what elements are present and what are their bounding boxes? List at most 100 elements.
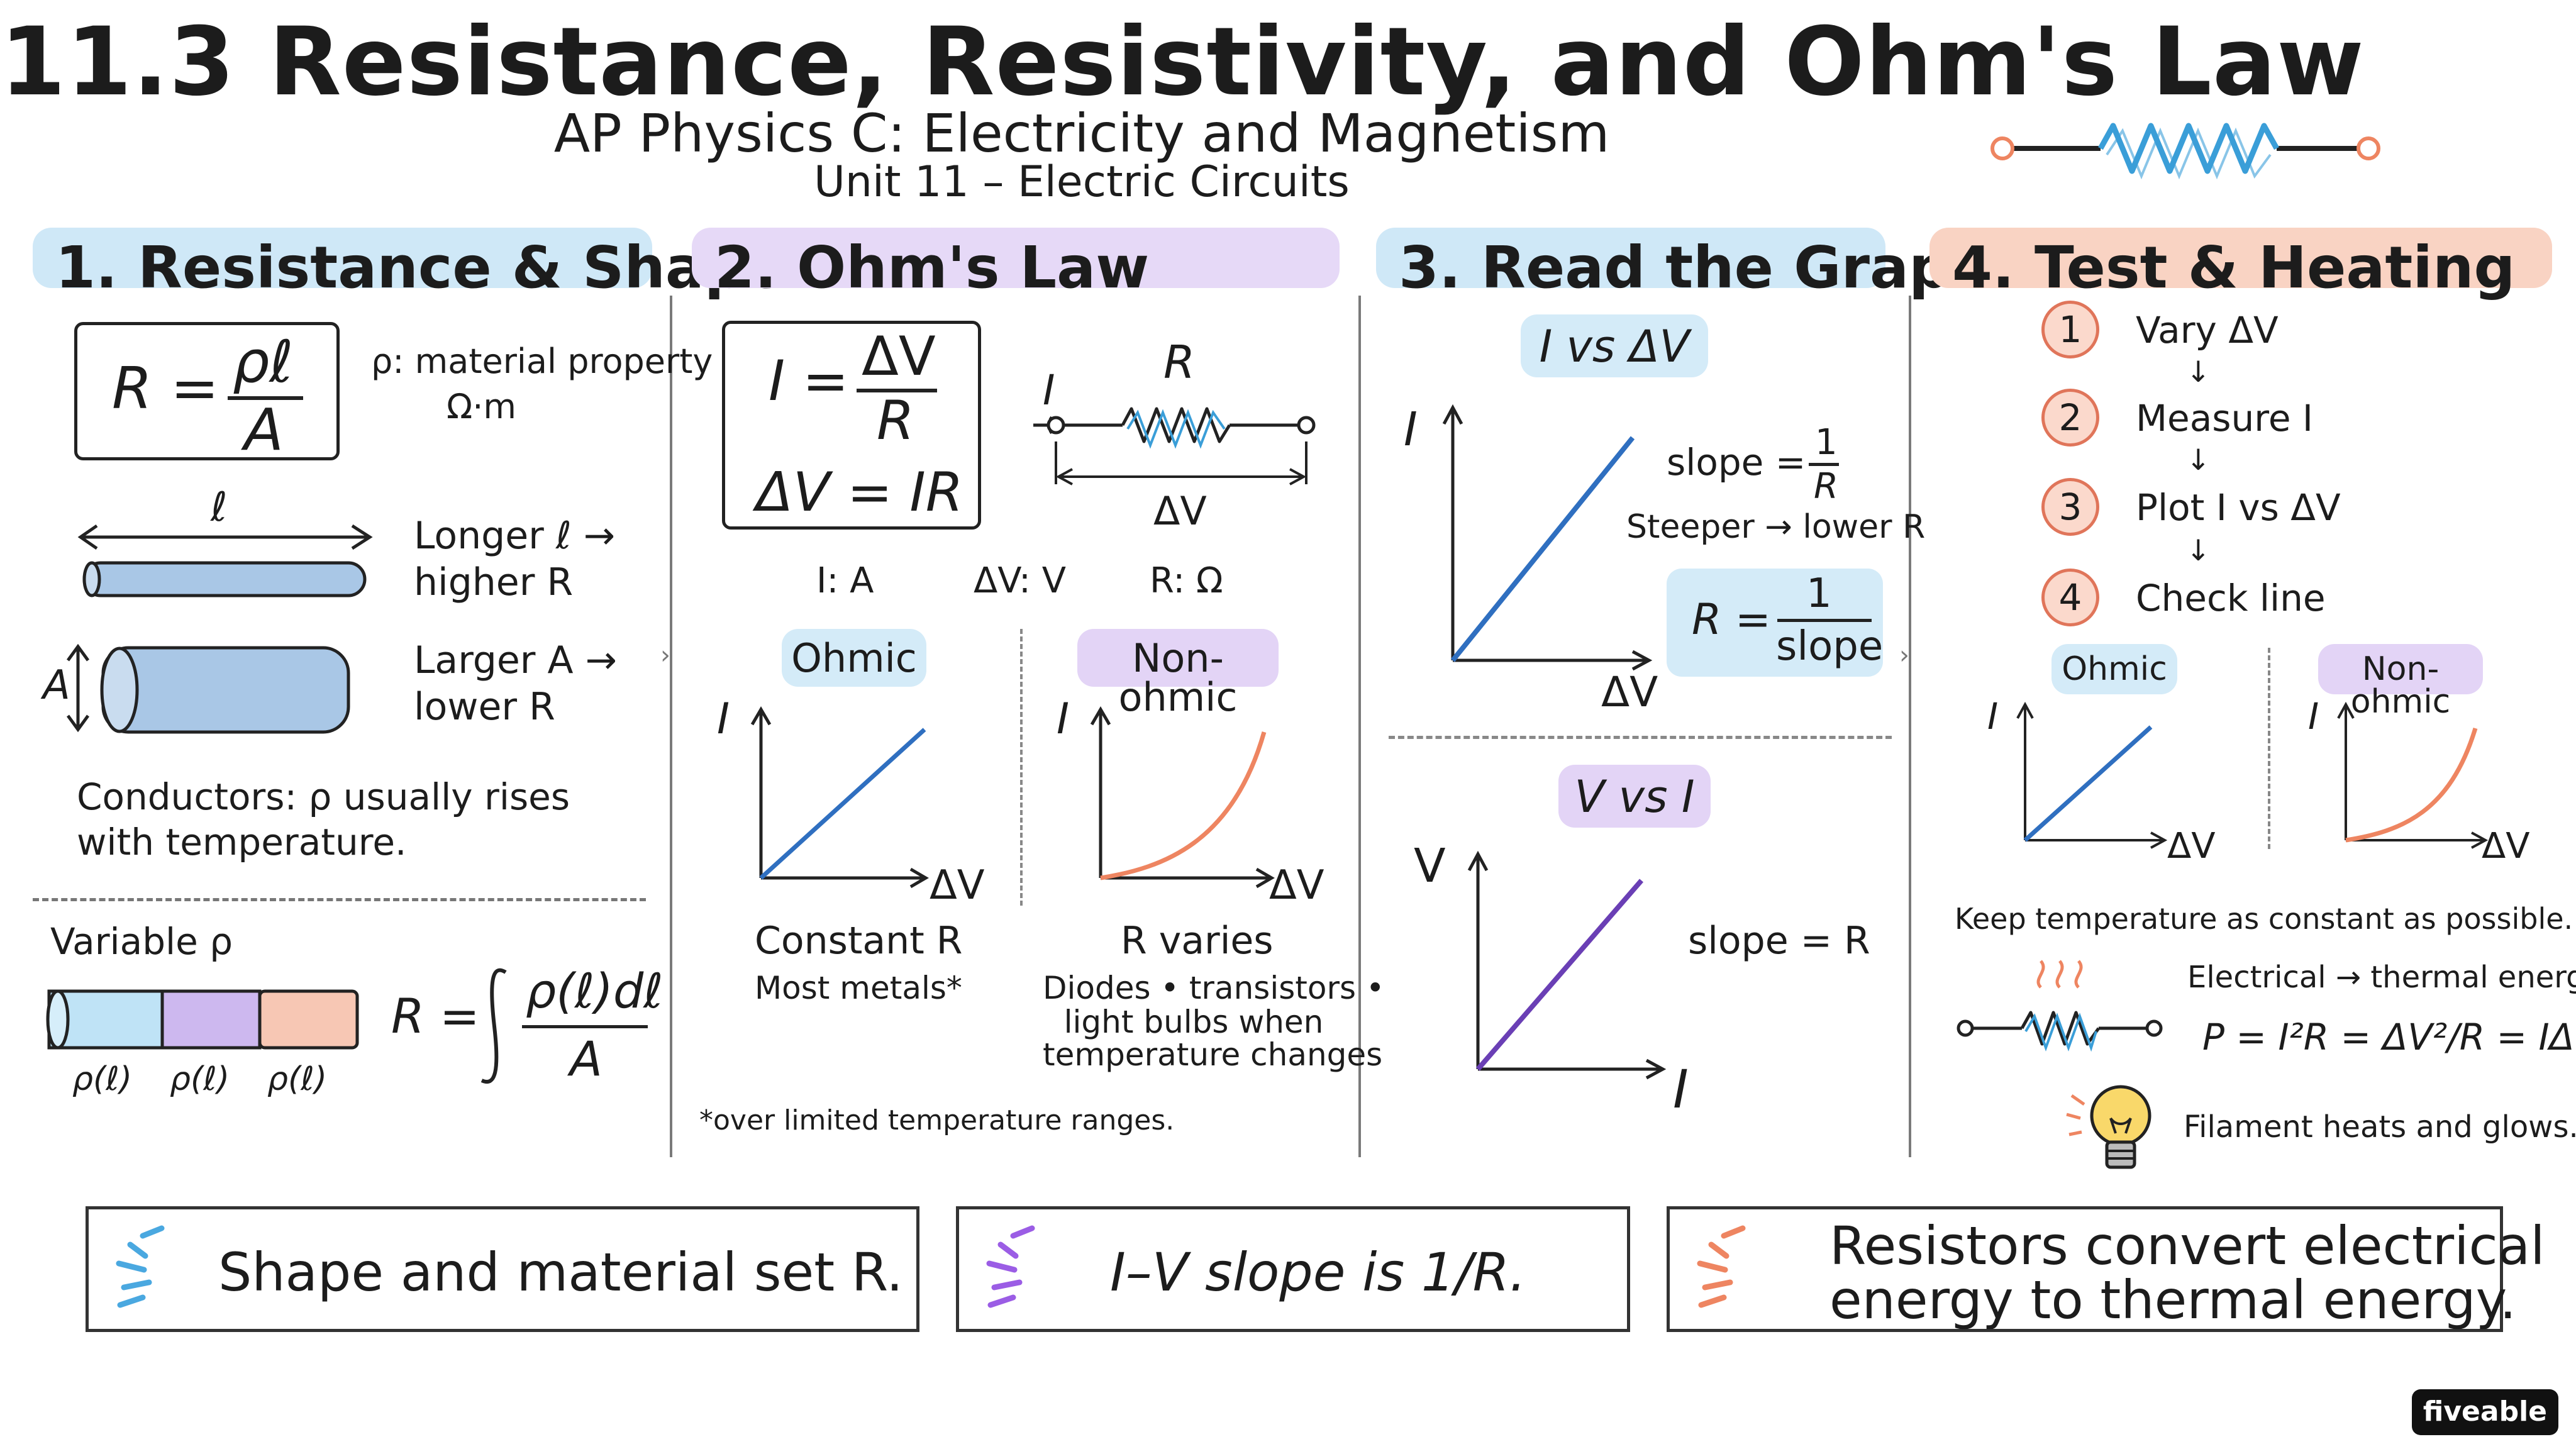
r-formula-lhs: R = xyxy=(1692,595,1771,645)
step-text-1: Vary ΔV xyxy=(2136,309,2279,352)
resistance-formula-box xyxy=(74,322,340,460)
nonohmic-pill: Non-ohmic xyxy=(1077,629,1279,717)
unit-voltage: ΔV: V xyxy=(974,560,1067,601)
accent-strokes-icon xyxy=(1697,1225,1746,1308)
step-number-2: 2 xyxy=(2041,389,2099,447)
step-text-3: Plot I vs ΔV xyxy=(2136,486,2341,529)
current-label: I xyxy=(1043,366,1055,414)
nonohmic-small-y-label: I xyxy=(2308,695,2319,738)
heating-resistor-icon xyxy=(1957,960,2163,1052)
nonohmic-graph xyxy=(1090,706,1275,889)
chevron-right-icon: › xyxy=(1899,641,1909,670)
rho-unit: Ω·m xyxy=(447,387,517,426)
area-label: A xyxy=(43,662,70,709)
graph1-y-label: I xyxy=(1404,402,1418,457)
rho-segment-1: ρ(ℓ) xyxy=(72,1060,133,1098)
dashed-divider xyxy=(2268,648,2270,849)
ohm-eq2: ΔV = IR xyxy=(756,461,963,524)
ohm-eq1-numerator: ΔV xyxy=(862,325,936,388)
rho-segment-2: ρ(ℓ) xyxy=(170,1060,230,1098)
integral-denominator: A xyxy=(570,1031,602,1087)
ohmic-small-y-label: I xyxy=(1987,695,1999,738)
step-text-2: Measure I xyxy=(2136,397,2314,440)
section-header-4: 4. Test & Heating xyxy=(1929,228,2552,301)
graph2-y-label: V xyxy=(1414,839,1446,893)
accent-strokes-icon xyxy=(986,1225,1035,1308)
slope-denominator: R xyxy=(1814,466,1838,507)
segmented-wire-diagram xyxy=(46,989,359,1050)
nonohmic-x-label: ΔV xyxy=(1269,862,1324,909)
longer-text: Longer ℓ → xyxy=(414,514,615,558)
i-vs-v-graph xyxy=(1442,404,1653,671)
slope-numerator: 1 xyxy=(1815,422,1838,463)
ohm-eq1-denominator: R xyxy=(877,389,914,452)
ohm-eq1-lhs: I = xyxy=(769,348,849,413)
integral-sign xyxy=(480,968,507,1084)
takeaway-text-3a: Resistors convert electrical xyxy=(1829,1215,2545,1277)
step-number-4: 4 xyxy=(2041,569,2099,626)
integral-lhs: R = xyxy=(391,988,480,1044)
arrow-down-icon: ↓ xyxy=(2186,533,2211,567)
graph1-title: I vs ΔV xyxy=(1521,314,1708,377)
section-header-1: 1. Resistance & Shape xyxy=(33,228,785,301)
nonohmic-caption: R varies xyxy=(1121,919,1274,963)
ohmic-graph-small xyxy=(2016,701,2168,849)
lightbulb-icon xyxy=(2066,1085,2151,1169)
ohmic-graph xyxy=(750,706,929,889)
resistor-label: R xyxy=(1163,336,1196,389)
ohmic-small-x-label: ΔV xyxy=(2167,826,2216,867)
takeaway-box-3: Resistors convert electrical energy to t… xyxy=(1667,1206,2545,1332)
r-formula-numerator: 1 xyxy=(1806,570,1832,617)
formula-lhs: R = xyxy=(112,355,219,422)
integral-numerator: ρ(ℓ)dℓ xyxy=(526,963,663,1019)
step-text-4: Check line xyxy=(2136,577,2326,619)
formula-numerator: ρℓ xyxy=(233,328,294,396)
energy-conversion-note: Electrical → thermal energy xyxy=(2187,960,2576,995)
slope-lhs: slope = xyxy=(1667,441,1806,484)
lower-text: lower R xyxy=(414,685,555,729)
arrow-down-icon: ↓ xyxy=(2186,443,2211,477)
nonohmic-examples-3: temperature changes xyxy=(1043,1036,1383,1073)
unit-current: I: A xyxy=(816,560,874,601)
graph2-x-label: I xyxy=(1673,1058,1689,1120)
section-header-2: 2. Ohm's Law xyxy=(692,228,1340,301)
nonohmic-examples-2: light bulbs when xyxy=(1063,1004,1324,1040)
takeaway-text-3b: energy to thermal energy. xyxy=(1829,1269,2517,1331)
v-vs-i-graph xyxy=(1467,850,1667,1080)
conductors-note-1: Conductors: ρ usually rises xyxy=(77,775,570,818)
r-formula-box xyxy=(1667,569,1883,677)
fraction-bar xyxy=(228,396,303,400)
unit-resistance: R: Ω xyxy=(1150,560,1223,601)
step-number-1: 1 xyxy=(2041,301,2099,358)
fraction-bar xyxy=(857,389,937,392)
thick-wire-diagram xyxy=(66,643,350,734)
column-divider xyxy=(1358,296,1361,1157)
ohmic-x-label: ΔV xyxy=(930,862,985,909)
ohmic-pill: Ohmic xyxy=(782,629,926,687)
takeaway-text-1: Shape and material set R. xyxy=(218,1241,903,1303)
nonohmic-small-x-label: ΔV xyxy=(2482,826,2530,867)
slope2-label: slope = R xyxy=(1688,919,1870,963)
page-subtitle: AP Physics C: Electricity and Magnetism xyxy=(553,103,1610,164)
long-wire-diagram xyxy=(77,524,373,597)
nonohmic-pill-small: Non-ohmic xyxy=(2318,644,2483,718)
rho-note: ρ: material property xyxy=(371,341,713,381)
length-label: ℓ xyxy=(211,484,228,531)
nonohmic-examples-1: Diodes • transistors • xyxy=(1043,970,1385,1006)
higher-text: higher R xyxy=(414,560,574,604)
arrow-down-icon: ↓ xyxy=(2186,355,2211,389)
larger-text: Larger A → xyxy=(414,638,617,682)
conductors-note-2: with temperature. xyxy=(77,821,407,863)
nonohmic-y-label: I xyxy=(1057,694,1070,744)
ohmic-caption: Constant R xyxy=(755,919,963,963)
accent-strokes-icon xyxy=(116,1225,165,1308)
dashed-divider xyxy=(1389,736,1892,739)
fraction-bar xyxy=(522,1025,648,1028)
rho-segment-3: ρ(ℓ) xyxy=(267,1060,328,1098)
filament-note: Filament heats and glows. xyxy=(2184,1109,2576,1145)
ohmic-y-label: I xyxy=(717,694,730,744)
keep-temperature-note: Keep temperature as constant as possible… xyxy=(1955,902,2573,936)
resistor-icon xyxy=(1990,123,2380,180)
graph2-title: V vs I xyxy=(1558,765,1711,828)
section-header-3: 3. Read the Graph xyxy=(1376,228,1991,301)
